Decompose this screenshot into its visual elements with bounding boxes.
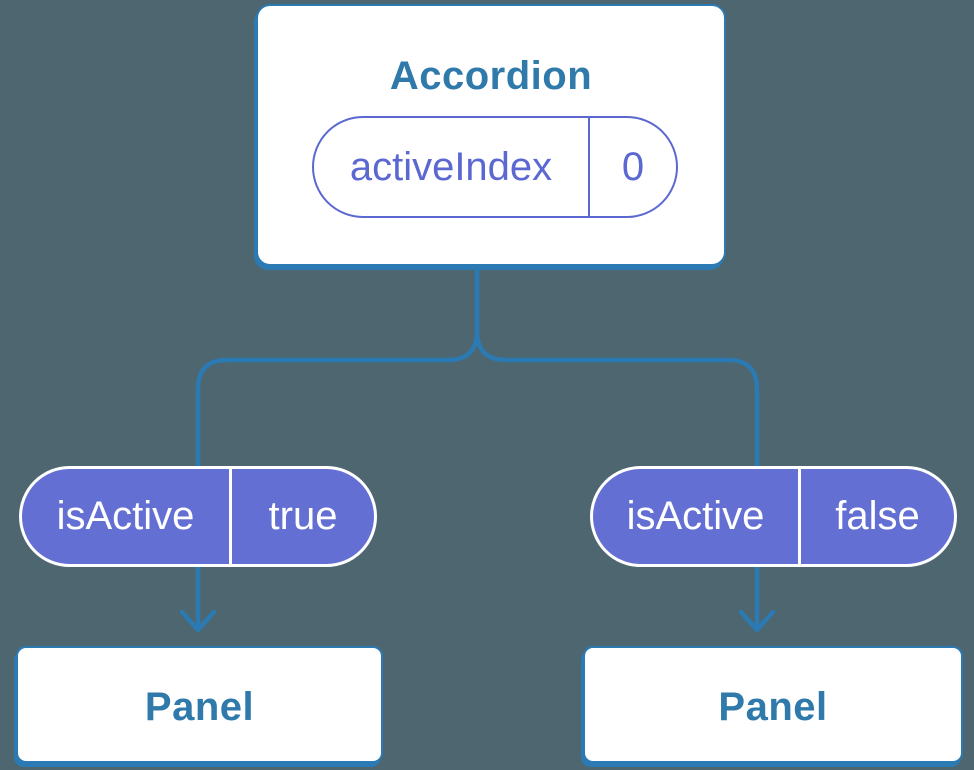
prop-pill-value: false [835, 494, 920, 538]
pill-divider [588, 118, 590, 216]
arrow-down-icon [738, 609, 776, 633]
prop-pill-value: true [268, 494, 338, 538]
prop-pill-isactive-true: isActive true [19, 466, 377, 567]
accordion-card: Accordion activeIndex 0 [256, 4, 726, 266]
panel-title: Panel [144, 685, 255, 729]
panel-card-right: Panel [583, 646, 963, 763]
accordion-title: Accordion [389, 54, 593, 98]
connector-branch-left [195, 259, 480, 471]
pill-divider [798, 469, 801, 564]
panel-card-left: Panel [16, 646, 383, 763]
prop-pill-name: isActive [626, 494, 765, 538]
prop-pill-isactive-false: isActive false [590, 466, 957, 567]
prop-pill-name: isActive [56, 494, 195, 538]
panel-title: Panel [718, 685, 828, 729]
state-pill: activeIndex 0 [312, 116, 678, 218]
arrow-down-icon [179, 609, 217, 633]
pill-divider [229, 469, 232, 564]
state-pill-value: 0 [621, 144, 645, 189]
connector-branch-right [474, 259, 760, 471]
state-pill-name: activeIndex [349, 144, 553, 189]
